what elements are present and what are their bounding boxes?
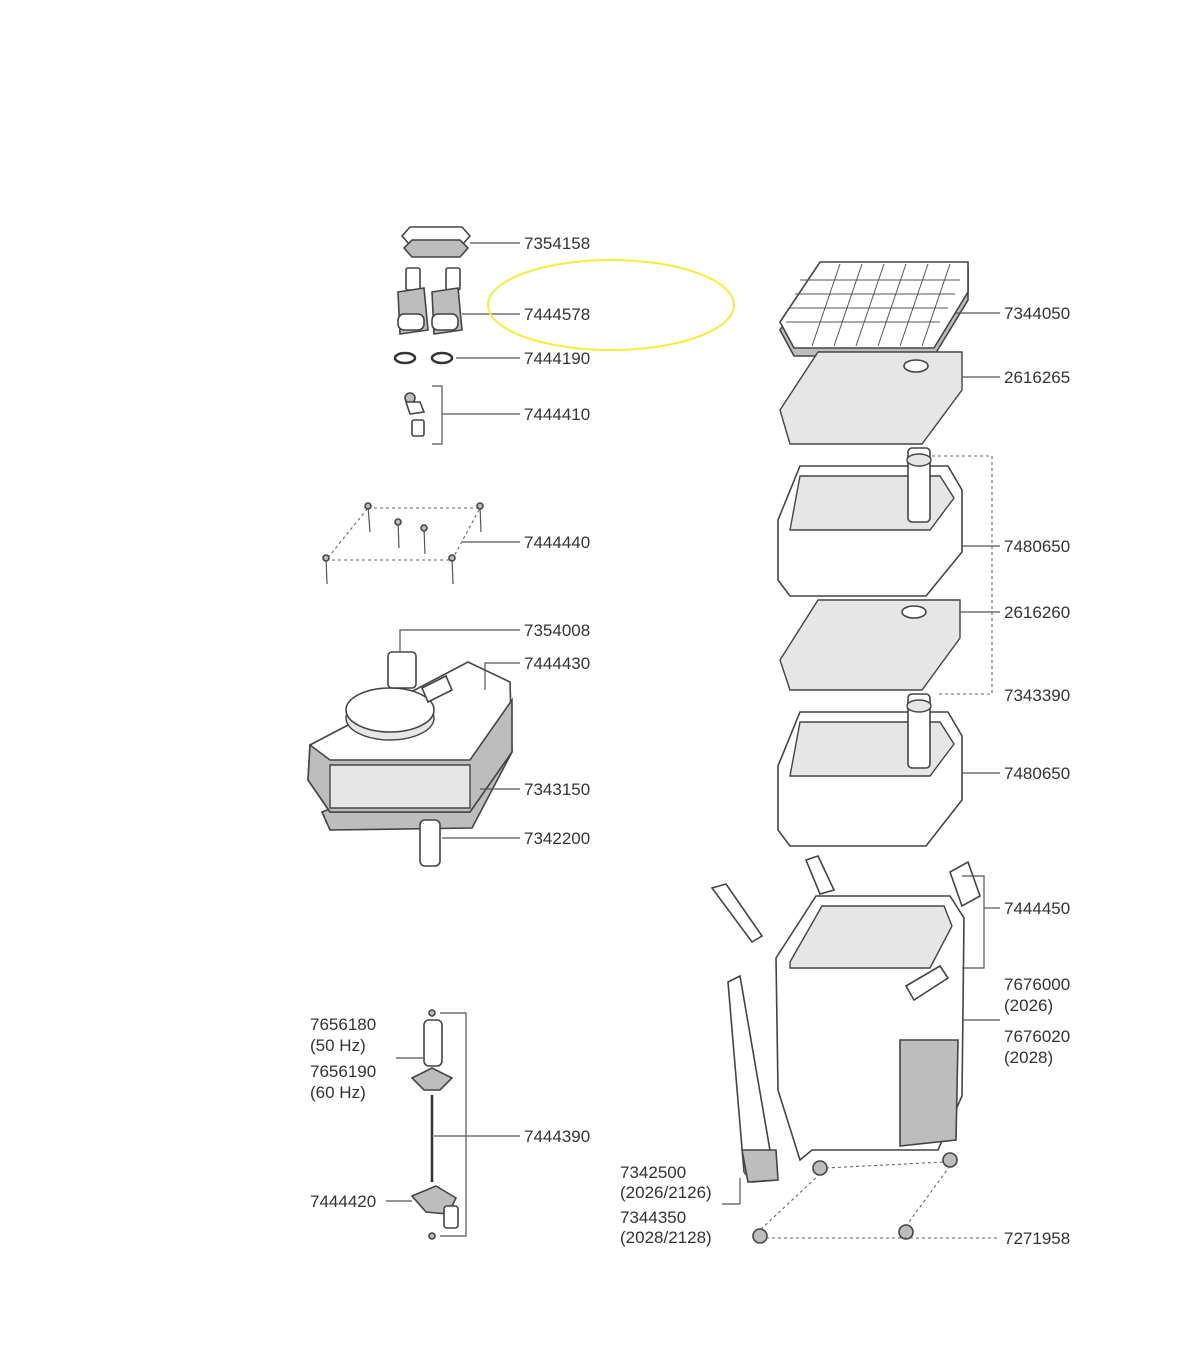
- part-screws-7444410: [404, 385, 520, 445]
- label-7354008: 7354008: [524, 621, 590, 640]
- part-sponge-2616265: [779, 351, 1000, 445]
- label-2616265: 2616265: [1004, 368, 1070, 387]
- label-7343150: 7343150: [524, 780, 590, 799]
- label-7444390: 7444390: [524, 1127, 590, 1146]
- label-7656180-hz: (50 Hz): [310, 1036, 366, 1055]
- label-2616260: 2616260: [1004, 603, 1070, 622]
- label-7271958: 7271958: [1004, 1229, 1070, 1248]
- label-7656180: 7656180: [310, 1015, 376, 1034]
- part-screws-7444440: [322, 502, 520, 585]
- part-feet-7271958: [752, 1152, 1000, 1244]
- part-grid-plate-7344050: [779, 261, 1000, 357]
- part-clip-7354158: [400, 226, 520, 258]
- label-7676000-model: (2026): [1004, 996, 1053, 1015]
- label-7656190: 7656190: [310, 1062, 376, 1081]
- part-basket-7480650-lower: [777, 693, 1000, 847]
- label-7444190: 7444190: [524, 349, 590, 368]
- label-7676020-model: (2028): [1004, 1048, 1053, 1067]
- part-basket-7480650-upper: [777, 447, 1000, 695]
- label-7676020: 7676020: [1004, 1027, 1070, 1046]
- label-7444450: 7444450: [1004, 899, 1070, 918]
- label-7342200: 7342200: [524, 829, 590, 848]
- part-canister: [710, 855, 1000, 1162]
- label-group: 7354158 7444578 7444190 7444410 7444440 …: [310, 234, 1070, 1248]
- part-connectors-7444578: [397, 267, 520, 335]
- label-7444440: 7444440: [524, 533, 590, 552]
- part-intake-tube: [722, 974, 779, 1205]
- label-7344350: 7344350: [620, 1208, 686, 1227]
- highlight-ellipse: [487, 259, 735, 351]
- label-7676000: 7676000: [1004, 975, 1070, 994]
- label-7444410: 7444410: [524, 405, 590, 424]
- part-sponge-2616260: [779, 599, 1000, 691]
- label-7444420: 7444420: [310, 1192, 376, 1211]
- label-7344350-model: (2028/2128): [620, 1228, 712, 1247]
- part-orings-7444190: [393, 351, 520, 365]
- label-7480650-upper: 7480650: [1004, 537, 1070, 556]
- part-impeller-group: [386, 1009, 520, 1240]
- label-7656190-hz: (60 Hz): [310, 1083, 366, 1102]
- label-7444578: 7444578: [524, 305, 590, 324]
- label-7342500: 7342500: [620, 1163, 686, 1182]
- label-7344050: 7344050: [1004, 304, 1070, 323]
- part-pump-head: [307, 629, 520, 867]
- label-7343390: 7343390: [1004, 686, 1070, 705]
- label-7354158: 7354158: [524, 234, 590, 253]
- label-7444430: 7444430: [524, 654, 590, 673]
- label-7480650-lower: 7480650: [1004, 764, 1070, 783]
- label-7342500-model: (2026/2126): [620, 1183, 712, 1202]
